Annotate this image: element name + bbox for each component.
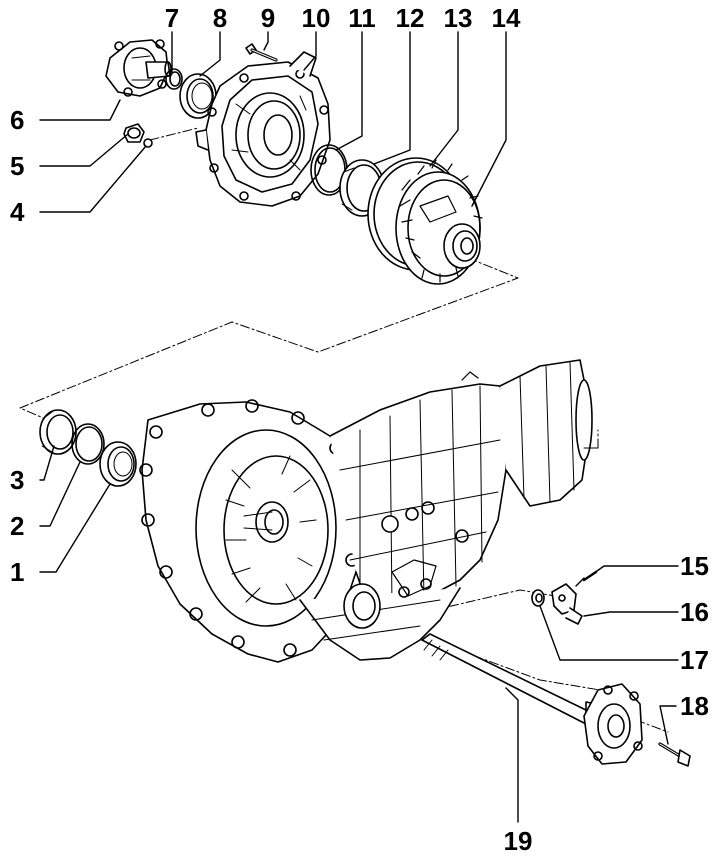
leader-6: [39, 99, 121, 121]
o-ring-small: [165, 68, 183, 90]
leader-1: [39, 483, 111, 573]
leader-5: [39, 133, 129, 167]
callout-3: 3: [10, 465, 25, 495]
callout-9: 9: [260, 3, 276, 33]
callout-8: 8: [212, 3, 228, 33]
leader-16: [583, 611, 679, 617]
callout-7: 7: [164, 3, 180, 33]
leader-12: [373, 31, 411, 165]
o-ring-left: [71, 423, 105, 465]
selector-bracket: [551, 577, 585, 625]
leader-13: [429, 31, 459, 167]
callout-2: 2: [10, 511, 25, 541]
callout-16: 16: [680, 597, 709, 627]
callout-12: 12: [395, 3, 425, 33]
leader-14: [471, 31, 507, 207]
plug-screw: [123, 123, 145, 143]
bearing-race-left: [39, 409, 77, 455]
callout-5: 5: [10, 151, 25, 181]
callout-4: 4: [10, 197, 25, 227]
callout-1: 1: [10, 557, 25, 587]
leader-11: [335, 31, 363, 151]
leader-4: [39, 145, 147, 213]
callout-10: 10: [301, 3, 331, 33]
callout-18: 18: [680, 691, 709, 721]
leader-8: [199, 31, 221, 77]
differential-cover: [195, 51, 331, 207]
seal-ring-small: [143, 138, 153, 148]
transmission-housing: [139, 359, 599, 663]
callout-17: 17: [680, 645, 709, 675]
washer-small: [531, 589, 545, 607]
flange-shaft-top: [105, 39, 172, 97]
leader-2: [39, 461, 81, 527]
callout-15: 15: [680, 551, 709, 581]
taper-bearing-left: [99, 441, 137, 487]
callout-14: 14: [491, 3, 521, 33]
callout-13: 13: [443, 3, 473, 33]
leader-lines: [39, 31, 679, 823]
callout-6: 6: [10, 105, 25, 135]
leader-10: [303, 31, 317, 71]
leader-17: [539, 605, 679, 661]
callout-11: 11: [348, 3, 376, 33]
leader-19: [505, 687, 519, 823]
flange-shaft-long: [421, 633, 643, 765]
callout-19: 19: [503, 826, 533, 856]
bolt-top: [245, 43, 278, 62]
bolt-flange: [658, 742, 691, 767]
leader-15: [589, 565, 679, 577]
leader-9: [263, 31, 269, 51]
leader-3: [39, 445, 55, 481]
crown-wheel-differential: [367, 157, 483, 285]
leader-18: [659, 705, 677, 745]
